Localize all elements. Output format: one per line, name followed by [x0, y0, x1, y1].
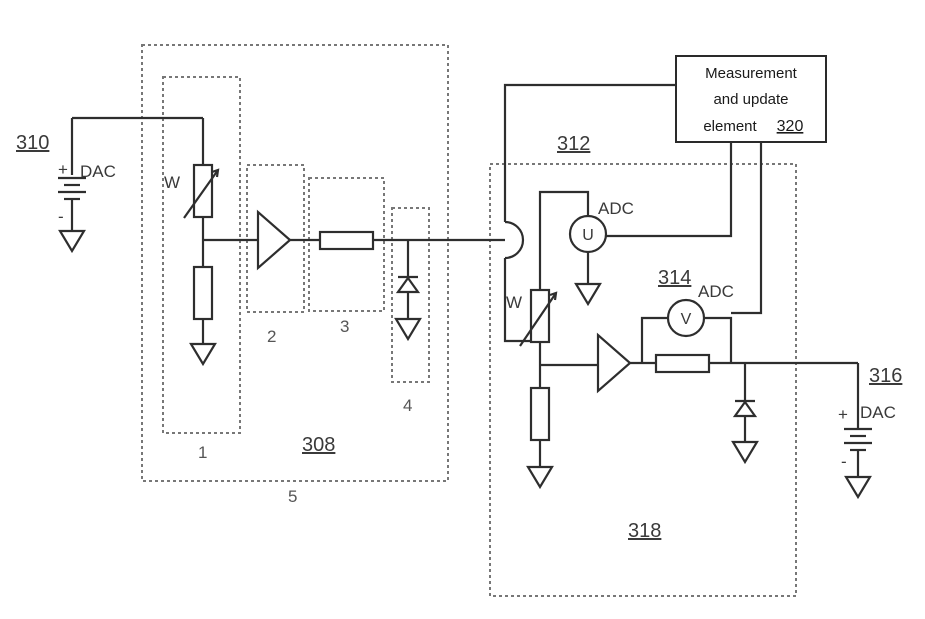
- adc-label-v: ADC: [698, 282, 734, 301]
- ref-312-label: 312: [557, 133, 590, 155]
- adc-v-meter: V: [666, 298, 706, 338]
- ground-symbol-adc-u: [574, 282, 602, 307]
- measurement-update-element-box: Measurement and update element 320: [675, 55, 827, 143]
- block-1-label: 1: [198, 443, 207, 462]
- resistor-block-3: [318, 230, 375, 251]
- block-3-outline: [308, 177, 385, 312]
- ground-symbol-right-lower: [526, 465, 554, 490]
- wire-u-to-320: [606, 142, 733, 238]
- dac-label-left: DAC: [80, 162, 116, 181]
- potentiometer-w-right: [519, 288, 558, 388]
- potentiometer-w-left: [183, 118, 220, 267]
- block-4-outline: [391, 207, 430, 383]
- adc-label-u: ADC: [598, 199, 634, 218]
- resistor-block-1: [192, 265, 214, 343]
- feedback-wire-320-to-pot: [503, 83, 676, 343]
- block-5-label: 5: [288, 487, 297, 506]
- amplifier-block-2: [256, 209, 292, 271]
- block-4-label: 4: [403, 396, 412, 415]
- ref-316-label: 316: [869, 365, 902, 387]
- resistor-right-lower: [529, 386, 551, 466]
- adc-u-branch: [538, 190, 590, 291]
- diode-block-4: [395, 240, 421, 318]
- block-2-label: 2: [267, 327, 276, 346]
- plus-sign-left: +: [58, 160, 68, 179]
- adc-v-branch: [640, 316, 733, 363]
- block-1-outline: [162, 76, 241, 434]
- ground-symbol-block-4: [394, 317, 422, 342]
- ground-symbol-right-dac: [844, 475, 872, 500]
- dac-source-right: [844, 363, 872, 476]
- dac-label-right: DAC: [860, 403, 896, 422]
- minus-sign-left: -: [58, 207, 64, 226]
- block-3-label: 3: [340, 317, 349, 336]
- amplifier-right: [596, 332, 632, 394]
- w-label-left: W: [164, 173, 180, 192]
- ref-308-label: 308: [302, 434, 335, 456]
- ref-310-label: 310: [16, 132, 49, 154]
- ground-symbol-left-dac: [58, 229, 86, 254]
- ground-symbol-block-1: [189, 342, 217, 367]
- block-5-outline: [141, 44, 449, 482]
- ref-318-label: 318: [628, 520, 661, 542]
- w-label-right: W: [506, 293, 522, 312]
- v-meter-label: V: [681, 311, 692, 328]
- ref-314-label: 314: [658, 267, 691, 289]
- resistor-right-series: [654, 353, 711, 374]
- measurement-line-2: and update: [713, 91, 788, 108]
- minus-sign-right: -: [841, 452, 847, 471]
- dac-source-left: [58, 116, 203, 230]
- ground-symbol-right-diode: [731, 440, 759, 465]
- adc-u-meter: U: [568, 214, 608, 254]
- plus-sign-right: +: [838, 405, 848, 424]
- measurement-line-1: Measurement: [705, 65, 798, 82]
- measurement-line-3: element: [703, 118, 757, 135]
- wire-v-to-320: [731, 142, 763, 315]
- diode-right: [732, 363, 758, 441]
- block-318-outline: [489, 163, 797, 597]
- ref-320-label: 320: [777, 118, 804, 135]
- u-meter-label: U: [582, 227, 594, 244]
